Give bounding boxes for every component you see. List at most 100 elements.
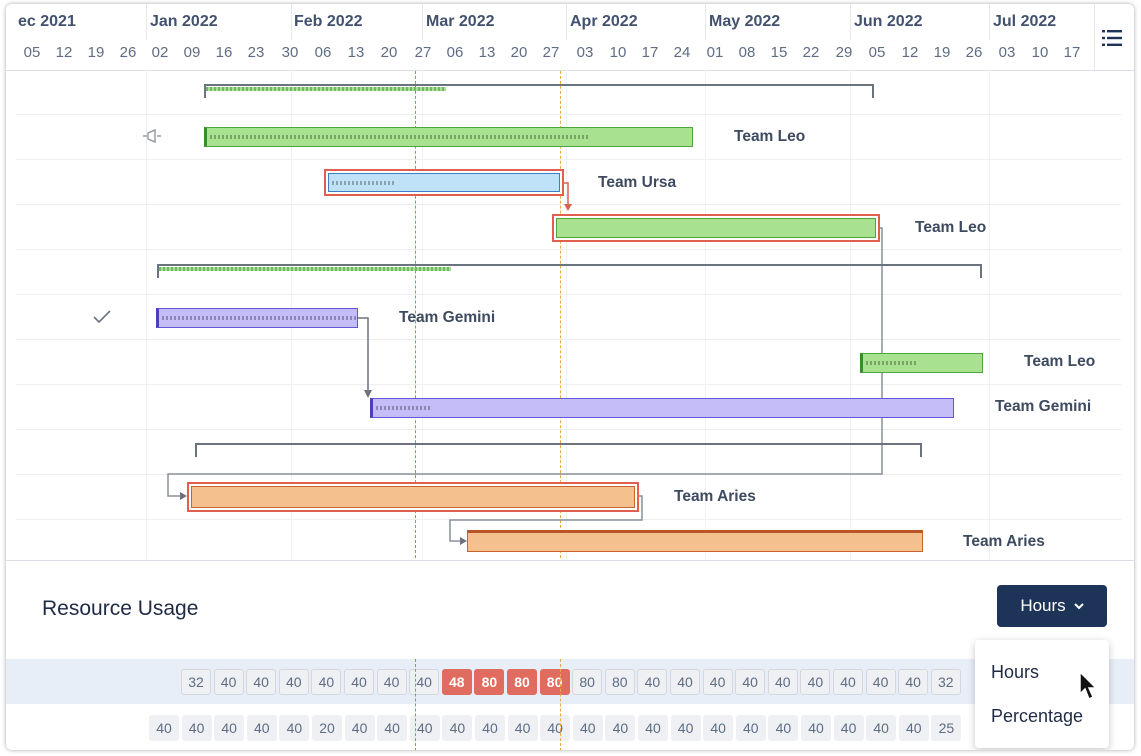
resource-cell: 40: [800, 669, 831, 695]
view-menu-button[interactable]: [1098, 24, 1126, 52]
status-date-marker-line: [560, 659, 561, 750]
resource-cell: 40: [866, 715, 897, 741]
month-label: Jul 2022: [993, 13, 1057, 30]
resource-cell: 40: [865, 669, 896, 695]
unit-select-button[interactable]: Hours: [997, 585, 1107, 627]
task-bar[interactable]: [156, 308, 358, 328]
task-progress: [162, 316, 356, 320]
week-label: 24: [673, 44, 691, 61]
resource-cell: 40: [442, 715, 473, 741]
resource-cell: 40: [409, 669, 440, 695]
week-label: 17: [1063, 44, 1081, 61]
resource-cell: 40: [572, 715, 603, 741]
resource-cell: 40: [311, 669, 342, 695]
week-label: 06: [446, 44, 464, 61]
month-divider: [705, 4, 706, 40]
week-label: 08: [738, 44, 756, 61]
month-label: May 2022: [709, 13, 781, 30]
week-label: 20: [510, 44, 528, 61]
resource-cell: 40: [540, 715, 571, 741]
grid-column-line: [566, 70, 567, 558]
chevron-down-icon: [1073, 602, 1084, 609]
resource-cell: 40: [279, 715, 310, 741]
task-assignee-label: Team Leo: [734, 128, 806, 145]
checkmark-icon: [93, 310, 111, 324]
task-bar-critical[interactable]: [324, 169, 564, 196]
menu-list-icon: [1102, 30, 1122, 46]
menu-divider: [1094, 4, 1095, 70]
month-divider: [989, 4, 990, 40]
resource-cell: 40: [898, 669, 929, 695]
resource-cell-overallocated: 80: [507, 669, 537, 695]
today-marker-line: [415, 659, 416, 750]
week-label: 19: [87, 44, 105, 61]
summary-bar[interactable]: [157, 264, 982, 278]
resource-cell: 40: [833, 715, 864, 741]
dropdown-option-hours[interactable]: Hours: [991, 662, 1040, 682]
task-progress: [376, 406, 432, 410]
resource-cell-overallocated: 80: [474, 669, 505, 695]
resource-cell: 40: [376, 669, 407, 695]
task-bar[interactable]: [204, 127, 693, 147]
resource-cell: 40: [702, 669, 733, 695]
week-label: 05: [23, 44, 41, 61]
task-assignee-label: Team Aries: [963, 533, 1045, 550]
grid-column-line: [146, 70, 147, 558]
grid-row-line: [16, 339, 1121, 340]
month-label: ec 2021: [18, 13, 76, 30]
summary-bar[interactable]: [204, 84, 874, 98]
resource-cell: 40: [801, 715, 831, 741]
month-divider: [422, 4, 423, 40]
resource-cell: 32: [930, 669, 961, 695]
resource-cell: 20: [312, 715, 342, 741]
month-label: Jan 2022: [150, 13, 218, 30]
resource-cell: 40: [735, 669, 766, 695]
week-label: 23: [247, 44, 265, 61]
task-bar[interactable]: [370, 398, 954, 418]
gantt-window: ec 2021 Jan 2022 Feb 2022 Mar 2022 Apr 2…: [6, 4, 1134, 750]
resource-cell: 40: [246, 669, 277, 695]
task-progress: [332, 180, 394, 185]
summary-progress: [206, 87, 446, 91]
week-label: 12: [901, 44, 919, 61]
task-bar-critical[interactable]: [187, 482, 639, 512]
resource-cell: 40: [898, 715, 929, 741]
task-assignee-label: Team Gemini: [995, 398, 1092, 415]
mouse-cursor-icon: [1079, 670, 1098, 701]
grid-row-line: [16, 114, 1121, 115]
resource-cell: 40: [475, 715, 505, 741]
week-label: 26: [965, 44, 983, 61]
week-label: 22: [802, 44, 820, 61]
resource-cell: 40: [344, 715, 375, 741]
grid-row-line: [16, 159, 1121, 160]
resource-cell: 40: [246, 715, 277, 741]
week-label: 10: [609, 44, 627, 61]
grid-row-line: [16, 294, 1121, 295]
week-label: 29: [835, 44, 853, 61]
week-label: 27: [542, 44, 560, 61]
resource-cell: 25: [931, 715, 962, 741]
resource-cell: 40: [703, 715, 734, 741]
grid-column-line: [705, 70, 706, 558]
timeline-header: ec 2021 Jan 2022 Feb 2022 Mar 2022 Apr 2…: [6, 4, 1134, 71]
task-assignee-label: Team Gemini: [399, 309, 496, 326]
week-label: 05: [868, 44, 886, 61]
dropdown-option-percentage[interactable]: Percentage: [991, 706, 1084, 726]
resource-cell: 40: [637, 669, 668, 695]
week-label: 01: [706, 44, 724, 61]
resource-cell: 40: [377, 715, 408, 741]
summary-progress: [159, 267, 451, 271]
task-bar-critical[interactable]: [552, 214, 880, 242]
grid-row-line: [16, 249, 1121, 250]
resource-cell: 40: [214, 715, 245, 741]
summary-bar[interactable]: [195, 443, 922, 457]
week-label: 12: [55, 44, 73, 61]
task-bar[interactable]: [467, 530, 923, 552]
week-label: 27: [414, 44, 432, 61]
task-bar[interactable]: [860, 353, 983, 373]
week-label: 03: [576, 44, 594, 61]
resource-cell: 32: [181, 669, 211, 695]
